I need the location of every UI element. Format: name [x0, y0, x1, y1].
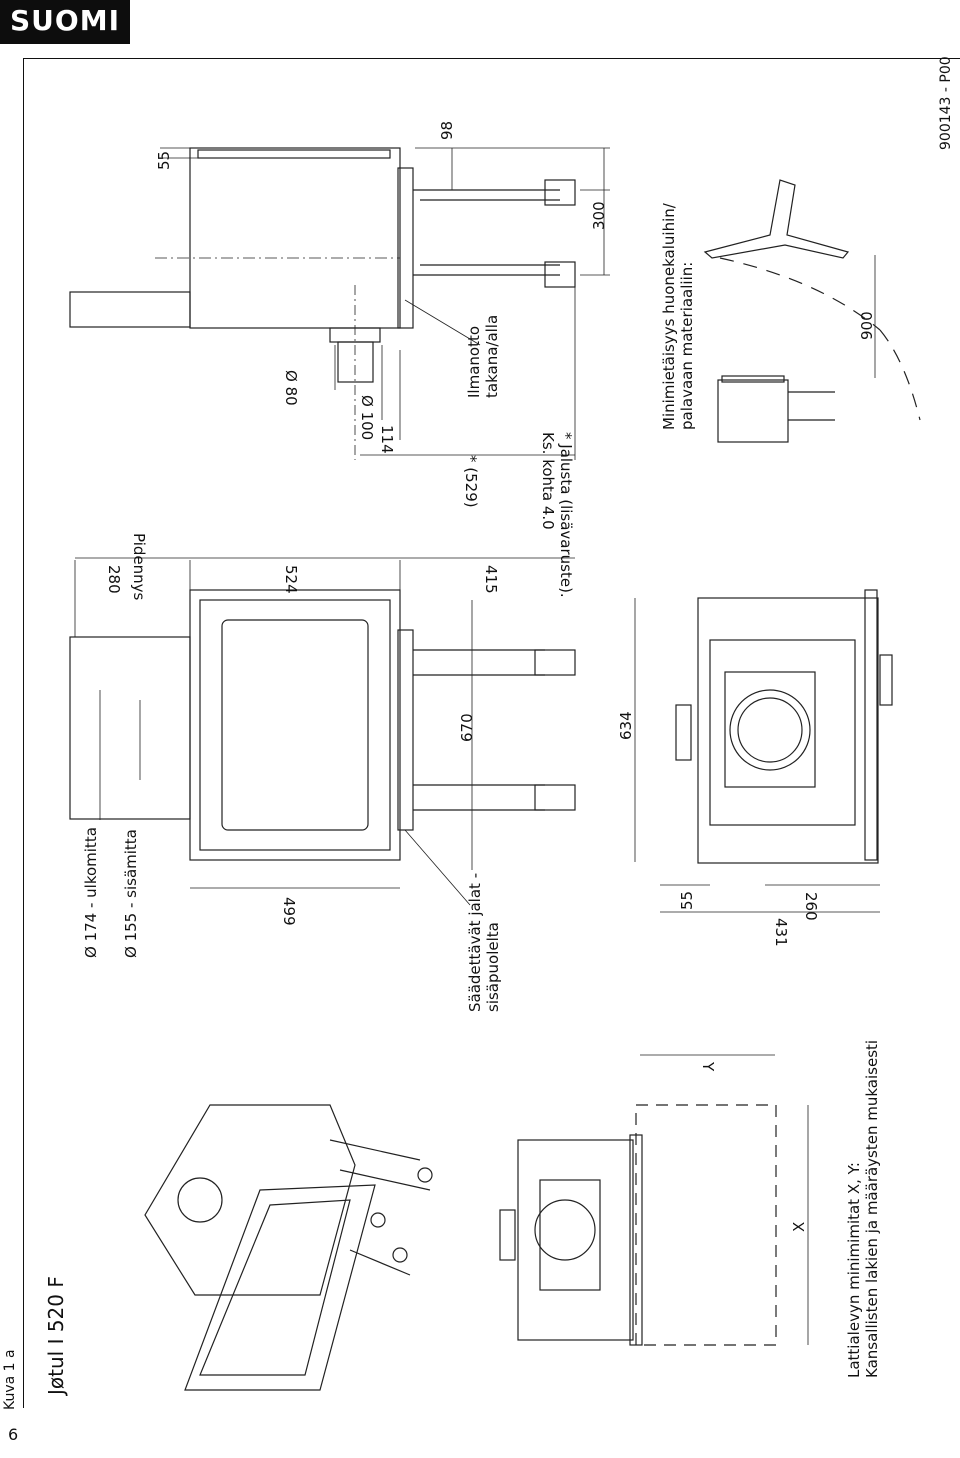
perspective-view [144, 1104, 433, 1391]
figure-label: Kuva 1 a [2, 1349, 18, 1410]
figure-frame [23, 58, 960, 1408]
language-header [0, 0, 130, 44]
legs-line2: sisäpuolelta [484, 922, 502, 1012]
dim-900: 900 [858, 311, 876, 340]
dim-y: Y [699, 1062, 717, 1072]
clearance-view [703, 179, 921, 443]
top-side-view [69, 147, 610, 460]
dim-55-mid: 55 [678, 890, 696, 910]
pidennys-label: Pidennys [130, 533, 148, 601]
dim-431: 431 [772, 918, 790, 947]
language-label: SUOMI [10, 4, 120, 37]
dim-diameter-100: Ø 100 [358, 395, 376, 441]
front-view [69, 557, 576, 906]
min-distance-line1: Minimietäisyys huonekaluihin/ [660, 203, 678, 430]
dim-524: 524 [282, 565, 300, 594]
ilmanotto-line1: Ilmanotto [465, 325, 483, 398]
dim-x: X [790, 1221, 808, 1232]
document-code: 900143 - P00 [938, 56, 954, 150]
dim-300: 300 [590, 201, 608, 230]
dim-415: 415 [482, 565, 500, 594]
plan-view [634, 589, 893, 913]
outer-dimension-label: Ø 174 - ulkomitta [82, 827, 100, 958]
dim-280: 280 [105, 565, 123, 594]
legs-line1: Säädettävät jalat - [466, 872, 484, 1012]
dim-260: 260 [802, 892, 820, 921]
jalusta-line2: Ks. kohta 4.0 [539, 432, 557, 530]
dim-670: 670 [458, 713, 476, 742]
dim-529: * (529) [462, 455, 480, 508]
floor-note-line2: Kansallisten lakien ja määräysten mukais… [863, 1039, 881, 1378]
floor-plan-view [499, 1054, 809, 1346]
ilmanotto-line2: takana/alla [483, 314, 501, 398]
inner-dimension-label: Ø 155 - sisämitta [122, 829, 140, 958]
jalusta-line1: * Jalusta (lisävaruste). [557, 432, 575, 598]
dim-634: 634 [617, 711, 635, 740]
dim-98: 98 [438, 120, 456, 140]
dim-55-top: 55 [155, 150, 173, 170]
dim-499: 499 [280, 897, 298, 926]
min-distance-line2: palavaan materiaaliin: [678, 261, 696, 430]
dim-diameter-80: Ø 80 [282, 370, 300, 406]
product-name: Jøtul I 520 F [44, 1276, 68, 1395]
dim-114: 114 [378, 425, 396, 454]
page-number: 6 [8, 1425, 19, 1444]
floor-note-line1: Lattialevyn minimimitat X, Y: [845, 1162, 863, 1378]
